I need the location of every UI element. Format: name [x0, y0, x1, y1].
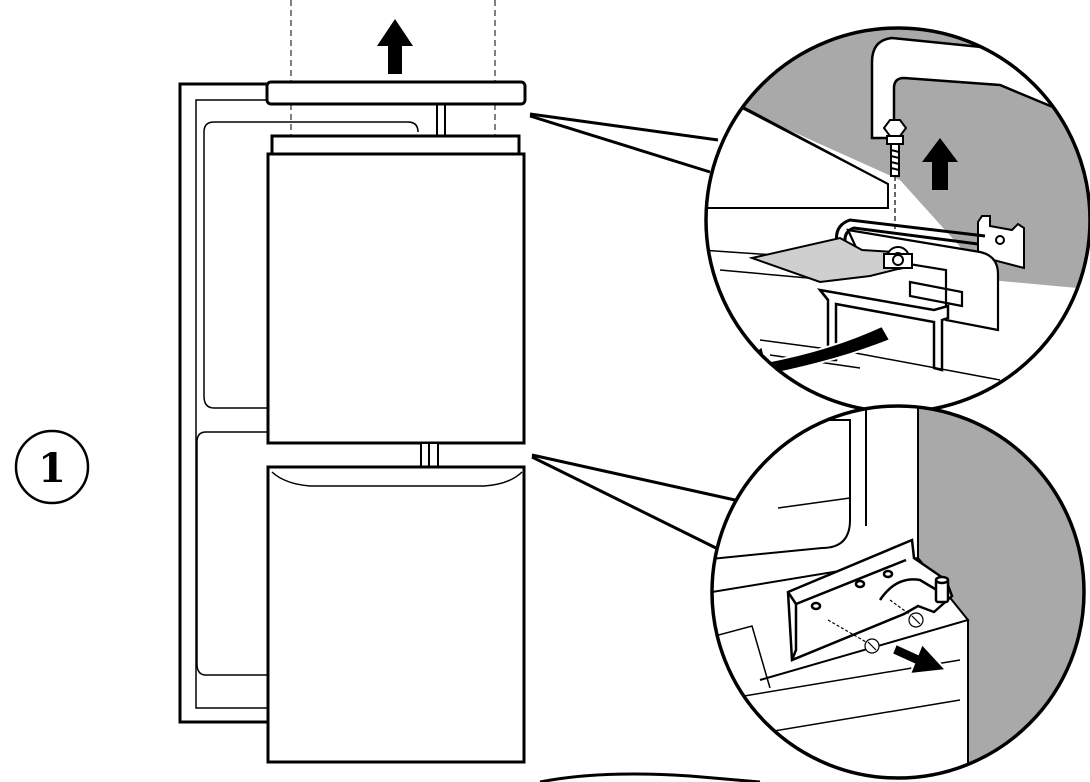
lower-hinge-detail [710, 404, 1086, 780]
upper-hinge-detail [704, 26, 1090, 414]
lift-arrow-icon [377, 19, 413, 74]
top-hinge-post [436, 104, 446, 136]
screws-icon [827, 599, 924, 654]
fridge-cabinet [178, 82, 419, 724]
middle-hinge-post [420, 442, 439, 469]
callout-lines [529, 112, 736, 550]
hinge-bolt-icon [882, 119, 908, 177]
hinge-flap [748, 236, 913, 284]
lift-guide-lines [290, 0, 496, 136]
upper-door [266, 134, 526, 445]
upper-lift-arrow-icon [922, 138, 958, 190]
step-number-badge: 1 [14, 429, 90, 505]
lower-door [266, 465, 526, 764]
pull-out-arrow-icon [890, 642, 949, 676]
step-number: 1 [38, 445, 66, 492]
next-step-fragment [539, 772, 761, 782]
top-cover [265, 80, 527, 106]
middle-hinge-bracket [786, 538, 954, 662]
